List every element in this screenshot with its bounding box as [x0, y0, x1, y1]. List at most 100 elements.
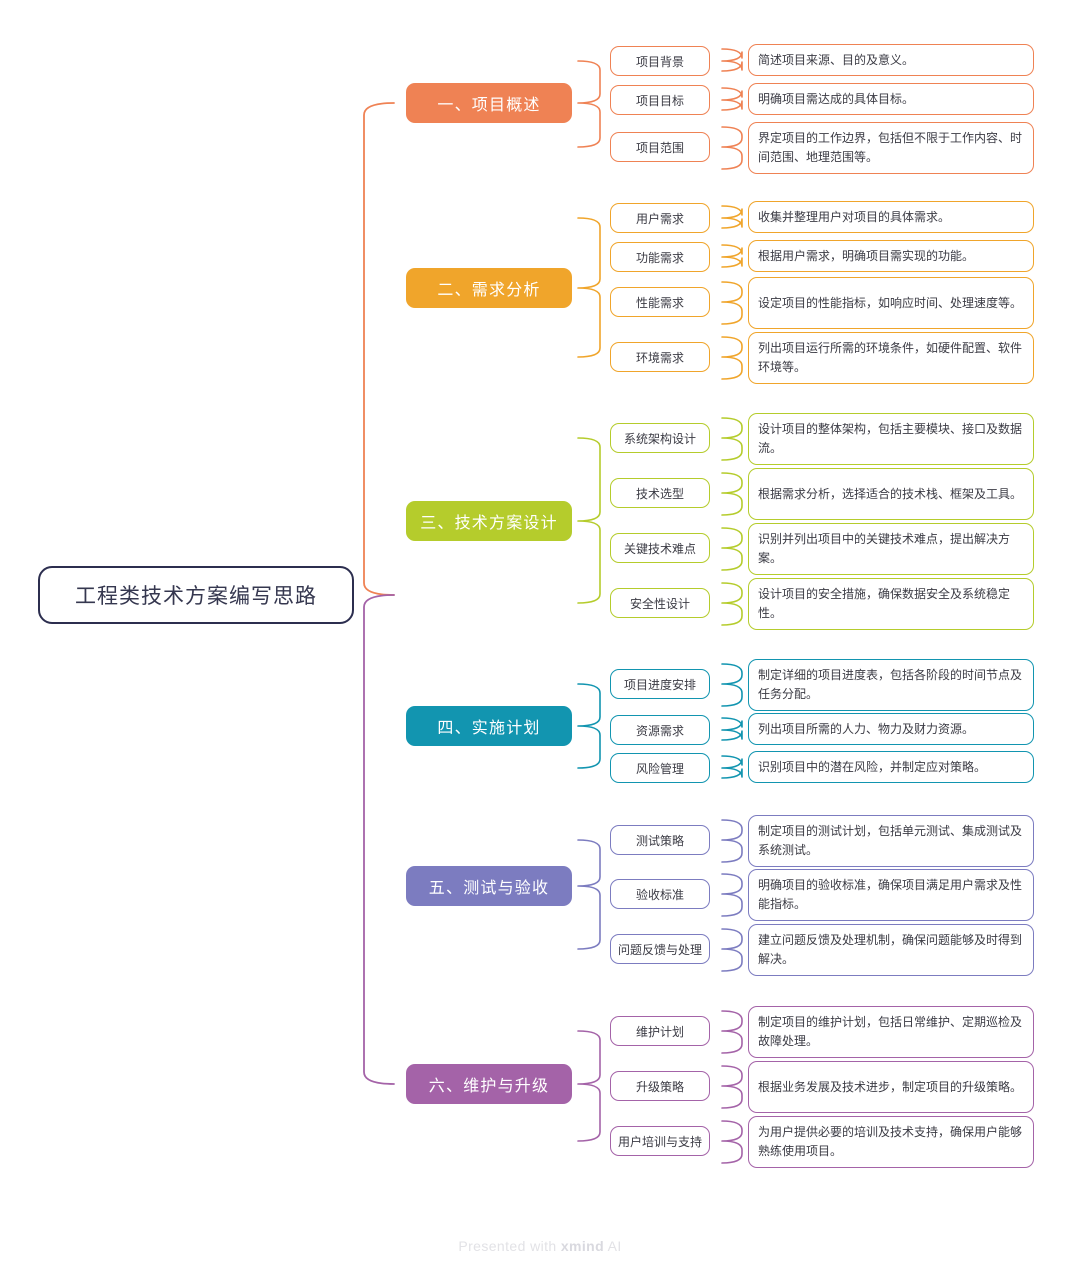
topic-node-label: 用户培训与支持	[617, 1134, 702, 1149]
topic-node-label: 资源需求	[635, 723, 684, 738]
brace-connector	[721, 205, 743, 229]
detail-node[interactable]: 设定项目的性能指标，如响应时间、处理速度等。	[748, 277, 1034, 329]
detail-node[interactable]: 简述项目来源、目的及意义。	[748, 44, 1034, 76]
detail-node[interactable]: 设计项目的整体架构，包括主要模块、接口及数据流。	[748, 413, 1034, 465]
root-node[interactable]: 工程类技术方案编写思路	[38, 566, 354, 624]
brace-connector	[721, 472, 743, 516]
topic-node[interactable]: 验收标准	[610, 879, 710, 909]
topic-node[interactable]: 项目进度安排	[610, 669, 710, 699]
detail-node-text: 设计项目的整体架构，包括主要模块、接口及数据流。	[758, 422, 1023, 455]
topic-node-label: 验收标准	[635, 887, 684, 902]
detail-node[interactable]: 为用户提供必要的培训及技术支持，确保用户能够熟练使用项目。	[748, 1116, 1034, 1168]
section-node-label: 六、维护与升级	[428, 1078, 550, 1095]
detail-node[interactable]: 制定项目的维护计划，包括日常维护、定期巡检及故障处理。	[748, 1006, 1034, 1058]
detail-node[interactable]: 识别项目中的潜在风险，并制定应对策略。	[748, 751, 1034, 783]
topic-node[interactable]: 性能需求	[610, 287, 710, 317]
detail-node[interactable]: 列出项目所需的人力、物力及财力资源。	[748, 713, 1034, 745]
topic-node-label: 问题反馈与处理	[617, 942, 702, 957]
section-node-4[interactable]: 四、实施计划	[406, 706, 572, 746]
detail-node[interactable]: 根据用户需求，明确项目需实现的功能。	[748, 240, 1034, 272]
brace-connector	[721, 717, 743, 741]
topic-node-label: 维护计划	[635, 1024, 684, 1039]
detail-node[interactable]: 界定项目的工作边界，包括但不限于工作内容、时间范围、地理范围等。	[748, 122, 1034, 174]
brace-connector	[721, 417, 743, 461]
brace-connector	[577, 217, 601, 358]
topic-node[interactable]: 维护计划	[610, 1016, 710, 1046]
brace-connector	[577, 437, 601, 604]
brace-connector	[721, 1120, 743, 1164]
detail-node[interactable]: 明确项目需达成的具体目标。	[748, 83, 1034, 115]
brace-connector	[721, 1065, 743, 1109]
brace-connector	[577, 683, 601, 769]
topic-node-label: 系统架构设计	[623, 431, 696, 446]
section-node-6[interactable]: 六、维护与升级	[406, 1064, 572, 1104]
detail-node-text: 列出项目运行所需的环境条件，如硬件配置、软件环境等。	[758, 341, 1023, 374]
section-node-2[interactable]: 二、需求分析	[406, 268, 572, 308]
topic-node[interactable]: 项目目标	[610, 85, 710, 115]
topic-node[interactable]: 环境需求	[610, 342, 710, 372]
section-node-1[interactable]: 一、项目概述	[406, 83, 572, 123]
topic-node-label: 项目目标	[635, 93, 684, 108]
topic-node-label: 项目背景	[635, 54, 684, 69]
brace-connector	[577, 60, 601, 148]
brace-connector	[577, 839, 601, 950]
topic-node[interactable]: 关键技术难点	[610, 533, 710, 563]
detail-node[interactable]: 根据业务发展及技术进步，制定项目的升级策略。	[748, 1061, 1034, 1113]
brace-connector	[721, 281, 743, 325]
detail-node[interactable]: 列出项目运行所需的环境条件，如硬件配置、软件环境等。	[748, 332, 1034, 384]
section-node-label: 五、测试与验收	[428, 880, 550, 897]
topic-node[interactable]: 功能需求	[610, 242, 710, 272]
topic-node[interactable]: 用户培训与支持	[610, 1126, 710, 1156]
topic-node[interactable]: 升级策略	[610, 1071, 710, 1101]
detail-node-text: 建立问题反馈及处理机制，确保问题能够及时得到解决。	[758, 933, 1023, 966]
detail-node-text: 为用户提供必要的培训及技术支持，确保用户能够熟练使用项目。	[758, 1125, 1023, 1158]
topic-node-label: 项目进度安排	[623, 677, 696, 692]
topic-node-label: 测试策略	[635, 833, 684, 848]
detail-node-text: 根据需求分析，选择适合的技术栈、框架及工具。	[758, 486, 1023, 501]
detail-node[interactable]: 识别并列出项目中的关键技术难点，提出解决方案。	[748, 523, 1034, 575]
topic-node-label: 安全性设计	[629, 596, 690, 611]
topic-node[interactable]: 风险管理	[610, 753, 710, 783]
topic-node[interactable]: 项目范围	[610, 132, 710, 162]
brace-connector	[721, 873, 743, 917]
brace-connector	[721, 336, 743, 380]
footer-brand: xmind	[560, 1238, 605, 1254]
brace-connector	[721, 819, 743, 863]
section-node-label: 二、需求分析	[437, 282, 541, 299]
topic-node[interactable]: 技术选型	[610, 478, 710, 508]
detail-node[interactable]: 收集并整理用户对项目的具体需求。	[748, 201, 1034, 233]
detail-node[interactable]: 根据需求分析，选择适合的技术栈、框架及工具。	[748, 468, 1034, 520]
topic-node[interactable]: 测试策略	[610, 825, 710, 855]
detail-node[interactable]: 明确项目的验收标准，确保项目满足用户需求及性能指标。	[748, 869, 1034, 921]
detail-node-text: 根据用户需求，明确项目需实现的功能。	[758, 248, 975, 263]
topic-node-label: 风险管理	[635, 761, 684, 776]
detail-node-text: 设定项目的性能指标，如响应时间、处理速度等。	[758, 295, 1023, 310]
topic-node[interactable]: 资源需求	[610, 715, 710, 745]
topic-node[interactable]: 项目背景	[610, 46, 710, 76]
detail-node[interactable]: 制定详细的项目进度表，包括各阶段的时间节点及任务分配。	[748, 659, 1034, 711]
detail-node[interactable]: 设计项目的安全措施，确保数据安全及系统稳定性。	[748, 578, 1034, 630]
topic-node-label: 性能需求	[635, 295, 684, 310]
topic-node-label: 环境需求	[635, 350, 684, 365]
brace-connector	[721, 527, 743, 571]
detail-node-text: 收集并整理用户对项目的具体需求。	[758, 209, 951, 224]
topic-node[interactable]: 系统架构设计	[610, 423, 710, 453]
brace-connector	[577, 1030, 601, 1142]
detail-node[interactable]: 建立问题反馈及处理机制，确保问题能够及时得到解决。	[748, 924, 1034, 976]
topic-node-label: 用户需求	[635, 211, 684, 226]
detail-node[interactable]: 制定项目的测试计划，包括单元测试、集成测试及系统测试。	[748, 815, 1034, 867]
brace-connector	[721, 48, 743, 72]
section-node-label: 一、项目概述	[437, 97, 541, 114]
section-node-5[interactable]: 五、测试与验收	[406, 866, 572, 906]
brace-connector	[721, 1010, 743, 1054]
brace-connector	[363, 594, 395, 1085]
topic-node[interactable]: 用户需求	[610, 203, 710, 233]
section-node-label: 四、实施计划	[437, 720, 541, 737]
section-node-3[interactable]: 三、技术方案设计	[406, 501, 572, 541]
footer-prefix: Presented with	[458, 1238, 561, 1254]
brace-connector	[721, 755, 743, 779]
detail-node-text: 设计项目的安全措施，确保数据安全及系统稳定性。	[758, 587, 1011, 620]
topic-node[interactable]: 安全性设计	[610, 588, 710, 618]
detail-node-text: 明确项目的验收标准，确保项目满足用户需求及性能指标。	[758, 878, 1023, 911]
topic-node[interactable]: 问题反馈与处理	[610, 934, 710, 964]
